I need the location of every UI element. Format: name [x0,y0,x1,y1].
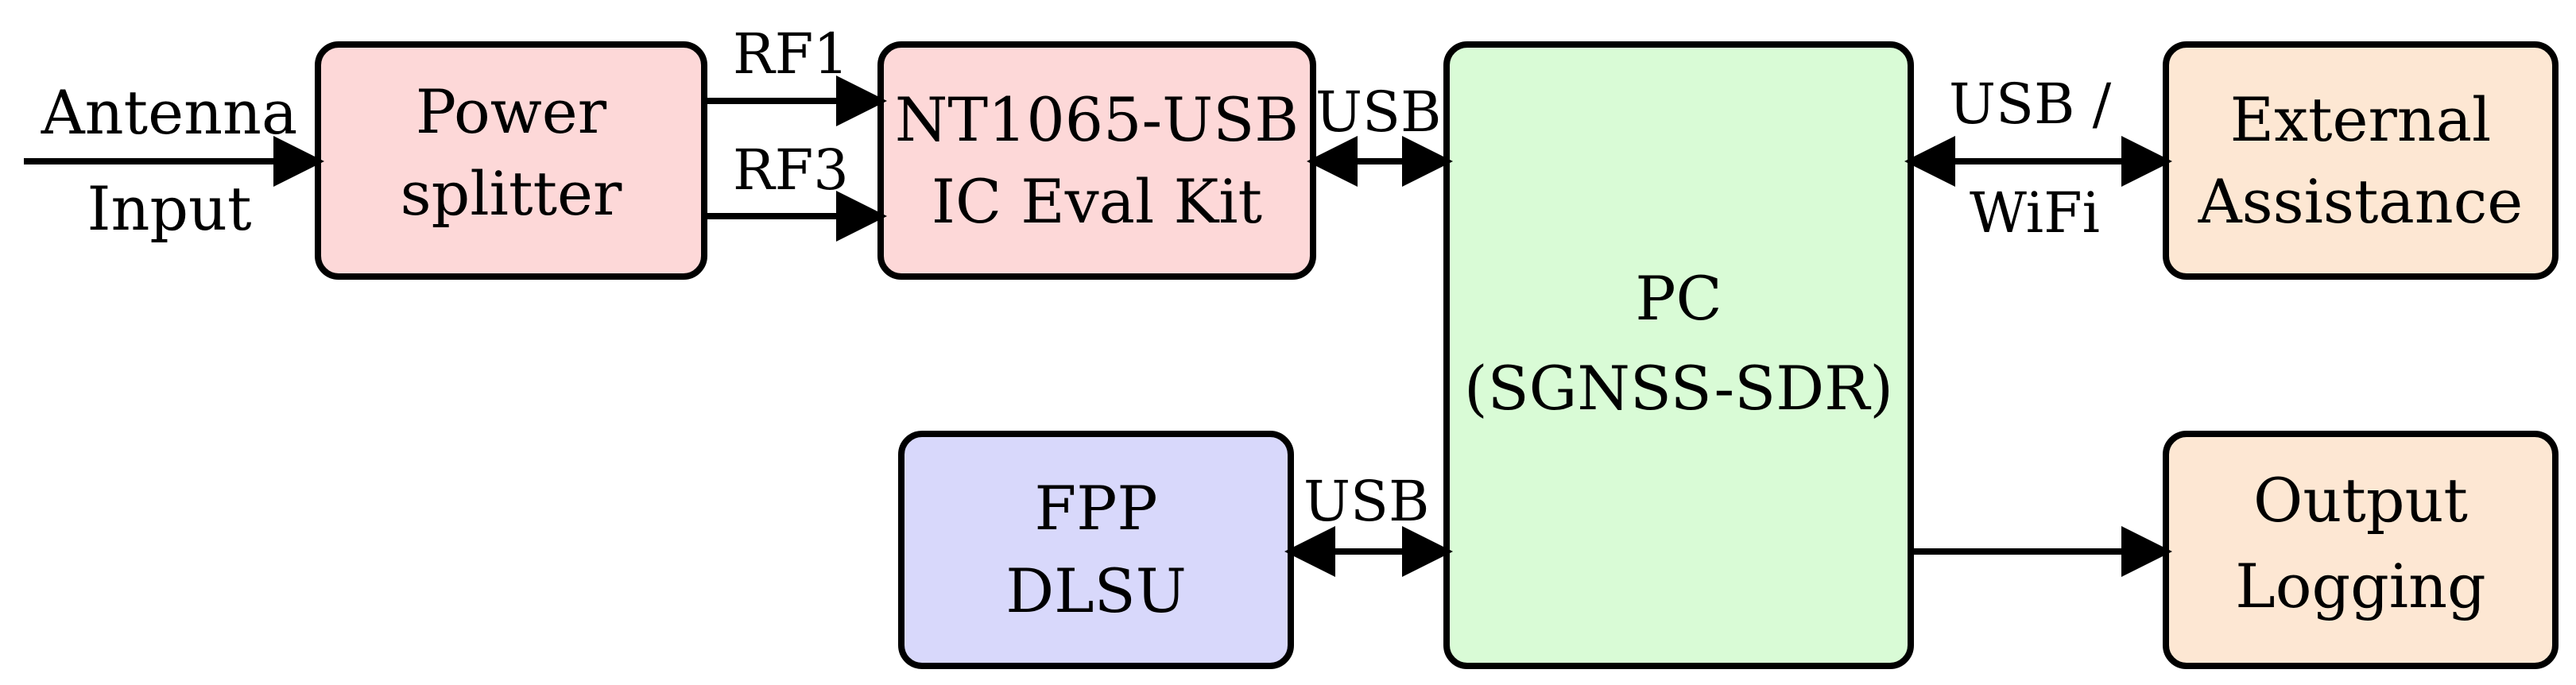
pc-line1: PC [1635,263,1722,334]
pc-external-label-line2: WiFi [1970,180,2100,246]
pc-line2: (SGNSS-SDR) [1464,353,1893,424]
eval-kit-line1: NT1065-USB [895,84,1299,155]
antenna-input-line1: Antenna [41,77,298,148]
antenna-input-line2: Input [87,173,251,244]
fpp-line2: DLSU [1005,555,1187,626]
evalkit-pc-usb-label: USB [1315,79,1441,145]
fpp-line1: FPP [1034,473,1157,544]
eval-kit-box [877,41,1316,280]
pc-box [1443,41,1914,669]
eval-kit-block: NT1065-USB IC Eval Kit [877,41,1316,280]
pc-external-label-line1: USB / [1949,72,2112,137]
fpp-block: FPP DLSU [898,431,1294,669]
power-splitter-line1: Power [416,76,607,147]
fpp-pc-usb-label: USB [1303,469,1429,534]
output-logging-block: Output Logging [2163,431,2559,669]
fpp-box [898,431,1294,669]
pc-block: PC (SGNSS-SDR) [1443,41,1914,669]
external-assistance-box [2163,41,2559,280]
output-logging-line1: Output [2253,465,2468,536]
rf1-label: RF1 [733,21,849,87]
external-assistance-line2: Assistance [2198,166,2524,237]
antenna-input: Antenna Input [41,77,298,244]
external-assistance-line1: External [2230,84,2492,155]
rf3-label: RF3 [733,137,849,203]
output-logging-line2: Logging [2235,551,2485,621]
eval-kit-line2: IC Eval Kit [932,166,1262,237]
external-assistance-block: External Assistance [2163,41,2559,280]
power-splitter-line2: splitter [401,158,622,229]
power-splitter-block: Power splitter [315,41,707,280]
